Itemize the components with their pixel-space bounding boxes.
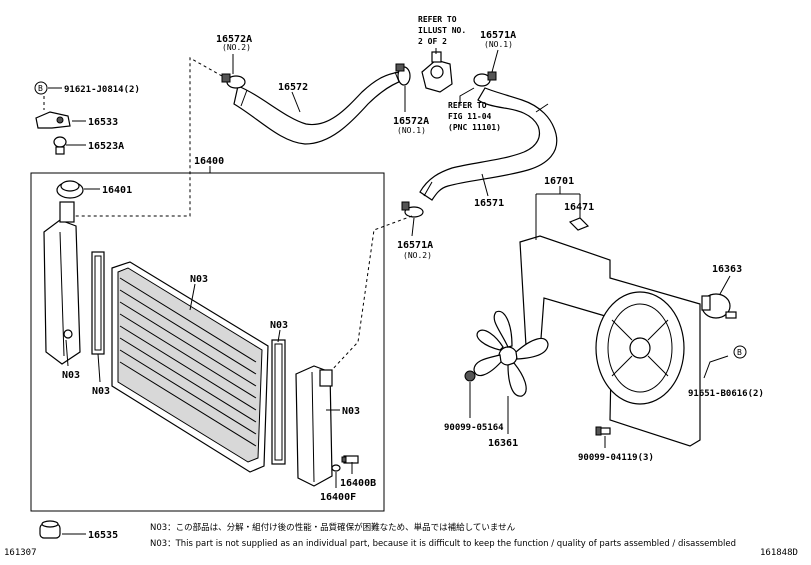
label-n03-right-seal: N03 [270,320,288,331]
refer-fig-line3: (PNC 11101) [448,123,501,132]
leader-lines [48,48,731,535]
mount-cushion-16535 [39,520,61,539]
label-16361: 16361 [488,438,518,449]
label-16400: 16400 [194,156,224,167]
code-right: 161848D [760,548,798,558]
label-16572A-no2-sub: (NO.2) [222,43,251,52]
note-jp: N03：この部品は、分解・組付け後の性能・品質確保が困難なため、単品では補給して… [150,522,516,533]
hose-clamp-16571A-no2 [401,201,424,218]
radiator-assembly-frame [30,172,385,512]
upper-hose-16572 [233,71,405,145]
shroud-clip-16471 [568,217,590,231]
fan-shroud-16701 [519,235,701,447]
left-tank [43,201,81,365]
label-n03-left-tank: N03 [62,370,80,381]
label-91651: 91651-B0616(2) [688,389,764,399]
radiator-core [111,261,269,473]
circle-b-right: B [733,345,747,359]
label-16533: 16533 [88,117,118,128]
label-16571A-no2: 16571A [397,240,433,251]
oring-16400F [331,464,341,472]
hose-clamp-16572A-no2 [221,73,246,89]
label-16401: 16401 [102,185,132,196]
label-16471: 16471 [564,202,594,213]
label-n03-right-tank: N03 [342,406,360,417]
refer-top-line3: 2 OF 2 [418,37,447,46]
hose-clamp-16571A-no1 [473,71,497,87]
label-16572A-no2: 16572A [216,34,252,45]
drain-plug-16400B [341,455,359,464]
label-16400B: 16400B [340,478,376,489]
label-16571: 16571 [474,198,504,209]
note-en: N03：This part is not supplied as an indi… [150,539,736,549]
water-outlet [421,51,453,93]
hose-clamp-16572A-no1 [395,63,411,86]
label-16571A-no2-sub: (NO.2) [403,251,432,260]
label-16535: 16535 [88,530,118,541]
circle-b-right-letter: B [737,348,742,357]
label-n03-radiator: N03 [190,274,208,285]
refer-fig-line1: REFER TO [448,101,487,110]
fan-motor-16363 [701,293,737,319]
right-tank [295,365,333,487]
code-left: 161307 [4,548,37,558]
left-seal [91,251,105,355]
circle-b-top: B [34,81,48,95]
label-91621: 91621-J0814(2) [64,85,140,95]
bolt-90099-04119 [595,426,611,436]
fan-16361 [473,310,549,397]
circle-b-top-letter: B [38,84,43,93]
bracket-16533 [35,111,71,129]
label-90099-04119: 90099-04119(3) [578,453,654,463]
label-90099-05164: 90099-05164 [444,423,504,433]
label-16363: 16363 [712,264,742,275]
drain-cock-16523A [53,136,67,155]
label-16571A-no1-sub: (NO.1) [484,40,513,49]
refer-top-line1: REFER TO [418,15,457,24]
label-16572A-no1-sub: (NO.1) [397,126,426,135]
refer-fig-line2: FIG 11-04 [448,112,492,121]
refer-top-line2: ILLUST NO. [418,26,466,35]
label-16701: 16701 [544,176,574,187]
right-seal [271,339,286,465]
label-16572A-no1: 16572A [393,116,429,127]
label-n03-left-seal: N03 [92,386,110,397]
nut-90099-05164 [464,370,476,382]
lower-hose-16571 [419,87,558,201]
label-16571A-no1: 16571A [480,30,516,41]
label-16400F: 16400F [320,492,356,503]
label-16572: 16572 [278,82,308,93]
radiator-cap-16401 [56,180,84,199]
label-16523A: 16523A [88,141,124,152]
